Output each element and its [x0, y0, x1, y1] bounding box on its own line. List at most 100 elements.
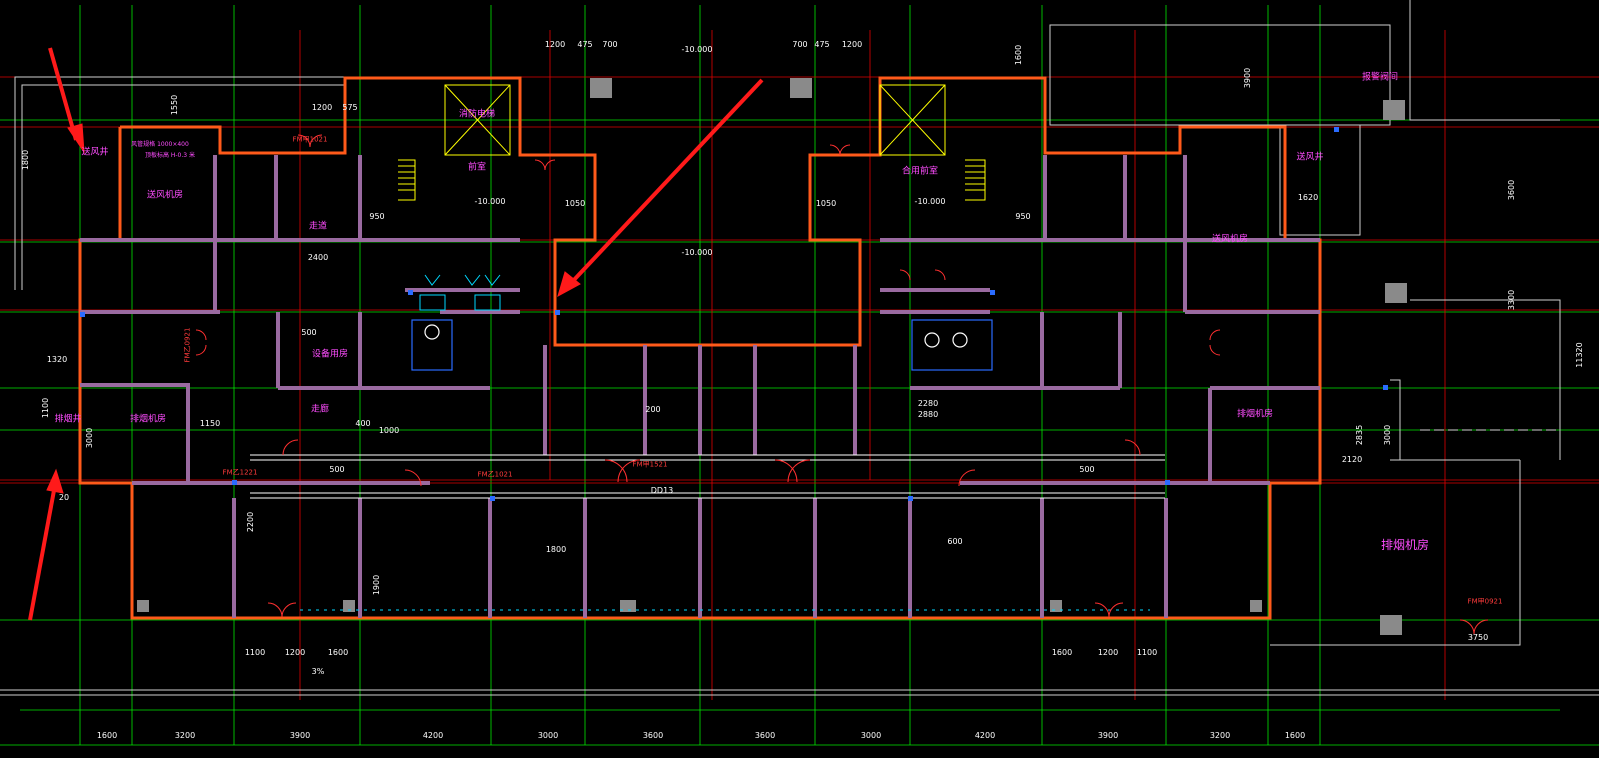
- room-label-shared-anteroom-right: 合用前室: [901, 166, 939, 177]
- dim-interior-2: 1050: [815, 199, 837, 208]
- dim-top-1: 475: [577, 40, 593, 49]
- door-tag-2: FM乙1221: [222, 468, 258, 477]
- dim-bottom-grid-3: 4200: [422, 731, 444, 740]
- dim-bottom-grid-7: 3000: [860, 731, 882, 740]
- dim-interior-9: 2200: [246, 511, 255, 533]
- dim-interior-13: 200: [645, 405, 661, 414]
- dim-left-1: 1200: [311, 103, 333, 112]
- dim-bottom-grid-10: 3200: [1209, 731, 1231, 740]
- dim-top-3: 700: [792, 40, 808, 49]
- door-tag-0: FM甲1021: [292, 135, 328, 144]
- misc-label-dd13: DD13: [650, 486, 674, 495]
- room-label-supply-fan-room-right: 送风机房: [1211, 234, 1249, 245]
- dim-top-2: 700: [602, 40, 618, 49]
- dim-right-2: 3600: [1507, 179, 1516, 201]
- dim-right-4: 11320: [1575, 342, 1584, 368]
- dim-right-7: 3000: [1383, 424, 1392, 446]
- dim-bottom-upper-0: 1100: [244, 648, 266, 657]
- dim-right-5: 1620: [1297, 193, 1319, 202]
- dim-bottom-upper-4: 1200: [1097, 648, 1119, 657]
- connector-dots: [80, 127, 1388, 501]
- room-label-supply-shaft-left: 送风井: [81, 147, 109, 158]
- dim-bottom-grid-5: 3600: [642, 731, 664, 740]
- dim-left-8: 2400: [307, 253, 329, 262]
- room-label-exhaust-fan-room-left: 排烟机房: [129, 414, 167, 425]
- dim-bottom-upper-3: 1600: [1051, 648, 1073, 657]
- dim-right-9: 3750: [1467, 633, 1489, 642]
- elevator-shafts: [444, 84, 946, 156]
- dim-interior-6: 500: [1079, 465, 1095, 474]
- dim-bottom-grid-8: 4200: [974, 731, 996, 740]
- dim-left-4: 1320: [46, 355, 68, 364]
- dim-left-3: 1800: [21, 149, 30, 171]
- dim-left-0: 1550: [170, 94, 179, 116]
- red-axis-lines: [0, 30, 1599, 700]
- dim-interior-14: 400: [355, 419, 371, 428]
- dim-left-6: 3000: [85, 427, 94, 449]
- door-swings: [195, 134, 1489, 635]
- dim-left-2: 575: [342, 103, 358, 112]
- room-label-alarm-valve-room: 报警阀间: [1361, 72, 1399, 83]
- dim-bottom-grid-6: 3600: [754, 731, 776, 740]
- door-tag-5: FM甲0921: [1467, 597, 1503, 606]
- door-tag-3: FM乙0921: [183, 327, 192, 363]
- dim-bottom-upper-1: 1200: [284, 648, 306, 657]
- inner-walls: [80, 155, 1320, 618]
- duct-note-elevation: 顶板标高 H-0.3 米: [144, 152, 196, 159]
- dim-bottom-grid-1: 3200: [174, 731, 196, 740]
- dim-top-4: 475: [814, 40, 830, 49]
- dim-interior-15: 600: [947, 537, 963, 546]
- room-label-fire-elevator-left: 消防电梯: [458, 109, 496, 120]
- door-tag-4: FM甲1521: [632, 460, 668, 469]
- dim-right-0: 1600: [1014, 44, 1023, 66]
- dim-interior-4: 500: [301, 328, 317, 337]
- dim-bottom-upper-5: 1100: [1136, 648, 1158, 657]
- dim-interior-16: 2880: [917, 410, 939, 419]
- room-label-equipment-room: 设备用房: [311, 349, 349, 360]
- dim-bottom-upper-2: 1600: [327, 648, 349, 657]
- dim-left-7: 20: [58, 493, 70, 502]
- room-label-supply-fan-room-left: 送风机房: [146, 190, 184, 201]
- structural-columns: [137, 78, 1407, 635]
- green-grid-lines: [0, 5, 1599, 746]
- dim-interior-11: 1900: [372, 574, 381, 596]
- dim-interior-10: 2280: [917, 399, 939, 408]
- dim-interior-1: 1050: [564, 199, 586, 208]
- dim-interior-7: 1000: [378, 426, 400, 435]
- dim-interior-0: 950: [369, 212, 385, 221]
- dim-bottom-grid-9: 3900: [1097, 731, 1119, 740]
- level-tag-0: -10.000: [681, 45, 713, 54]
- level-tag-2: -10.000: [474, 197, 506, 206]
- dim-left-5: 1100: [41, 397, 50, 419]
- room-label-exhaust-fan-room-right: 排烟机房: [1236, 409, 1274, 420]
- room-label-supply-shaft-right: 送风井: [1296, 152, 1324, 163]
- dim-interior-8: 1800: [545, 545, 567, 554]
- dim-top-0: 1200: [544, 40, 566, 49]
- room-label-corridor-top-left: 走道: [308, 221, 328, 232]
- dim-interior-5: 500: [329, 465, 345, 474]
- dim-bottom-grid-0: 1600: [96, 731, 118, 740]
- dim-interior-3: 950: [1015, 212, 1031, 221]
- room-label-exhaust-shaft-left: 排烟井: [54, 414, 82, 425]
- room-label-anteroom-left: 前室: [467, 162, 487, 173]
- dim-bottom-grid-4: 3000: [537, 731, 559, 740]
- dim-right-3: 3300: [1507, 289, 1516, 311]
- fan-equipment: [411, 319, 993, 371]
- outer-boundary-lines: [0, 0, 1599, 696]
- dim-bottom-grid-2: 3900: [289, 731, 311, 740]
- level-tag-1: -10.000: [681, 248, 713, 257]
- level-tag-3: -10.000: [914, 197, 946, 206]
- dim-right-8: 2835: [1355, 424, 1364, 446]
- dim-right-1: 3900: [1243, 67, 1252, 89]
- door-tag-1: FM乙1021: [477, 470, 513, 479]
- main-walls: [78, 76, 1322, 620]
- dim-top-5: 1200: [841, 40, 863, 49]
- duct-note-size: 风管规格 1000×400: [131, 141, 189, 148]
- dim-right-6: 2120: [1341, 455, 1363, 464]
- misc-label-slope: 3%: [311, 667, 325, 676]
- room-label-hallway: 走廊: [310, 404, 330, 415]
- dim-interior-12: 1150: [199, 419, 221, 428]
- annotation-arrows: [28, 47, 764, 621]
- room-label-exhaust-fan-room-large: 排烟机房: [1380, 538, 1430, 552]
